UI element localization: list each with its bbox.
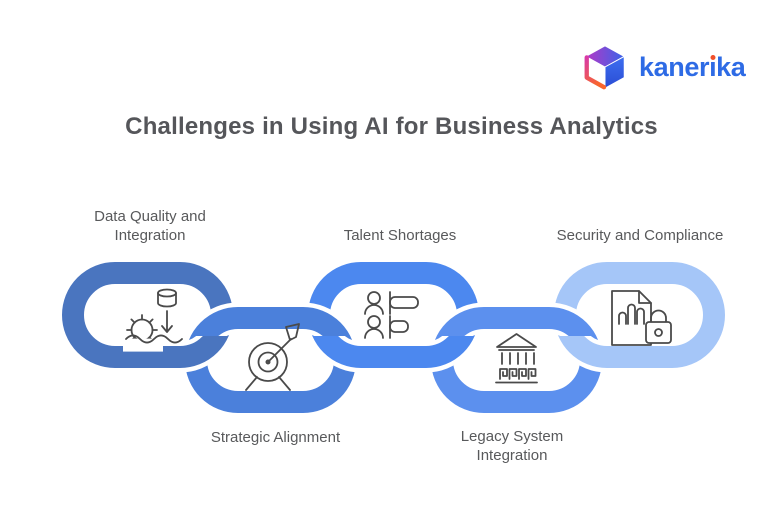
wordmark-pre: kaner — [639, 51, 710, 82]
document-lock-icon — [611, 290, 672, 346]
kanerika-cube-icon — [584, 45, 626, 90]
bank-building-icon — [495, 333, 538, 384]
wordmark-post: ka — [716, 51, 746, 82]
page-title: Challenges in Using AI for Business Anal… — [125, 113, 658, 140]
database-gear-water-icon — [123, 288, 183, 352]
wordmark-i: ı — [709, 51, 717, 82]
label-security-compliance: Security and Compliance — [556, 227, 724, 244]
label-talent-shortages: Talent Shortages — [343, 227, 457, 244]
label-legacy-system: Legacy System Integration — [460, 428, 564, 464]
label-strategic-alignment: Strategic Alignment — [210, 429, 341, 446]
label-data-quality: Data Quality and Integration — [94, 208, 206, 244]
people-bars-icon — [364, 291, 419, 339]
link-legacy-system — [426, 302, 607, 418]
target-dart-icon — [245, 323, 300, 391]
wordmark-i-dot — [710, 54, 716, 60]
